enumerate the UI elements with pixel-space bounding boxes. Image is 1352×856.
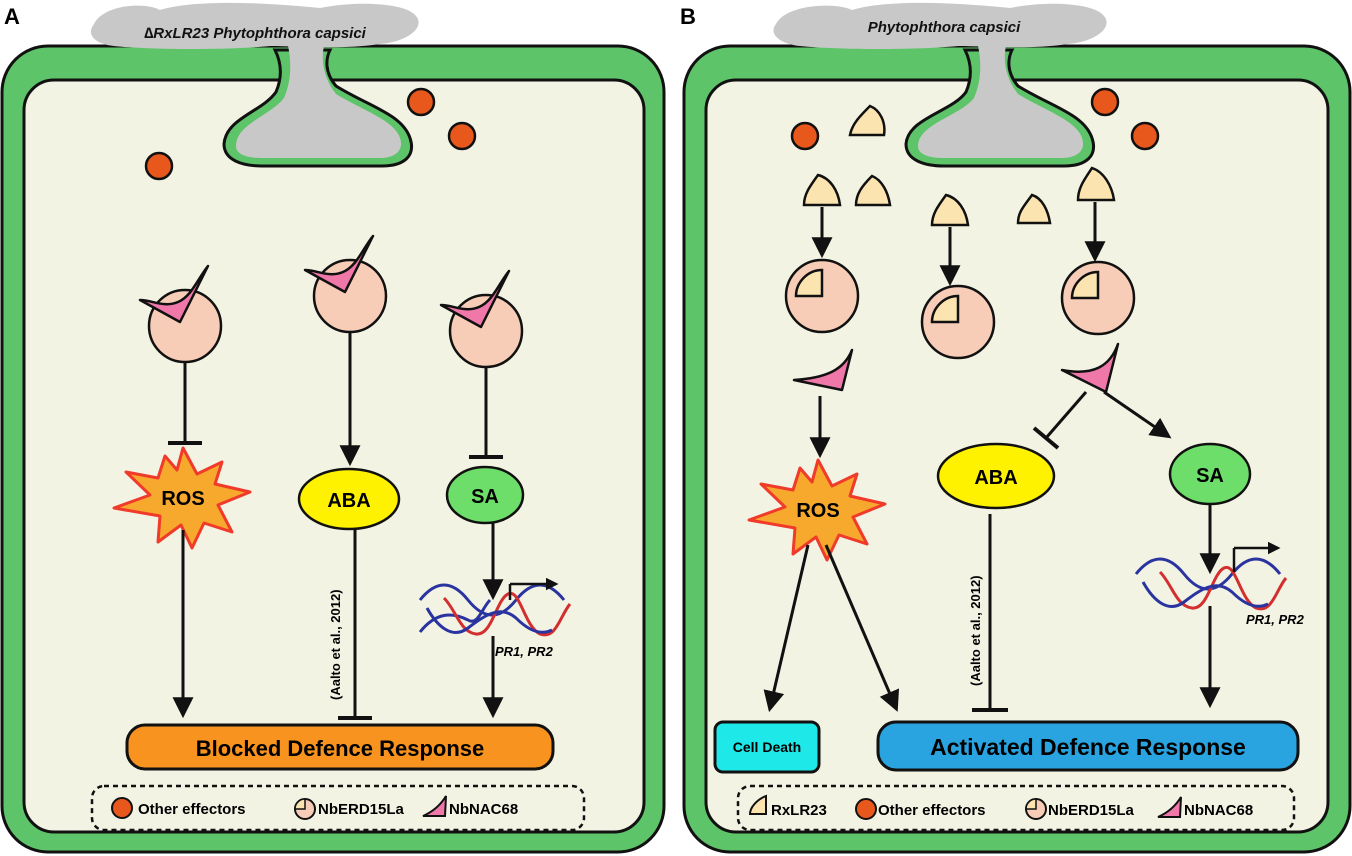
aba-node-a <box>297 467 401 531</box>
rxlr23-effector <box>1016 193 1052 225</box>
legend-nac-a: NbNAC68 <box>449 801 518 818</box>
genes-label-a: PR1, PR2 <box>495 644 554 659</box>
erd-nac-complex-left <box>138 264 223 364</box>
legend-nac-icon <box>422 795 447 817</box>
arrow-nac-to-sa-b <box>1103 390 1172 439</box>
aba-label-b: ABA <box>974 467 1017 489</box>
aba-node-b <box>936 442 1056 510</box>
erd-rxlr-complex-left <box>784 258 860 334</box>
legend-other-effectors-a: Other effectors <box>138 801 246 818</box>
legend-nac-icon <box>1157 796 1182 818</box>
erd-rxlr-complex-right <box>1060 260 1136 336</box>
rxlr23-effector <box>802 173 842 207</box>
sa-label-a: SA <box>471 486 499 508</box>
nbnac68-free-right <box>1060 342 1120 394</box>
activated-response-label: Activated Defence Response <box>930 734 1246 760</box>
panel-b: B Phytophthora capsici <box>680 2 1352 854</box>
blocked-defence-response <box>125 723 555 771</box>
citation-a: (Aalto et al., 2012) <box>328 589 343 700</box>
panel-a-letter: A <box>4 4 20 29</box>
inhibit-line-aba-b <box>1044 391 1088 439</box>
ros-label-b: ROS <box>796 500 839 522</box>
effector-dot <box>406 87 436 117</box>
aba-label-a: ABA <box>327 490 370 512</box>
activated-defence-response <box>876 720 1300 772</box>
legend-nac-b: NbNAC68 <box>1184 802 1253 819</box>
legend-erd-icon <box>294 798 316 820</box>
pathogen-label-a: ∆RxLR23 Phytophthora capsici <box>144 25 367 42</box>
arrow-ros-to-response-b <box>824 544 900 712</box>
panel-a: A ∆RxLR23 Phytophthora capsici <box>0 2 666 854</box>
panel-b-letter: B <box>680 4 696 29</box>
dna-helix-a: PR1, PR2 <box>418 577 572 659</box>
legend-erd-b: NbERD15La <box>1048 802 1135 819</box>
legend-other-effectors-b: Other effectors <box>878 802 986 819</box>
cell-death-box <box>713 720 821 774</box>
pathogen-label-b: Phytophthora capsici <box>868 19 1021 36</box>
ros-node-a: ROS <box>112 446 252 550</box>
legend-erd-a: NbERD15La <box>318 801 405 818</box>
inhibit-bar-aba-b <box>1032 426 1060 450</box>
rxlr23-effector <box>930 193 970 227</box>
legend-erd-icon <box>1025 798 1047 820</box>
legend-effector-icon <box>855 798 877 820</box>
arrow-ros-to-cell-death <box>763 544 810 713</box>
legend-effector-icon <box>111 797 133 819</box>
erd-nac-complex-right <box>439 269 524 369</box>
effector-dot <box>1090 87 1120 117</box>
legend-rxlr-b: RxLR23 <box>771 802 827 819</box>
effector-dot <box>1130 121 1160 151</box>
rxlr23-effector <box>1076 166 1116 202</box>
effector-dot <box>790 121 820 151</box>
citation-b: (Aalto et al., 2012) <box>968 575 983 686</box>
ros-node-b: ROS <box>747 458 887 562</box>
nbnac68-free-left <box>792 348 854 392</box>
ros-label-a: ROS <box>161 488 204 510</box>
sa-label-b: SA <box>1196 465 1224 487</box>
dna-helix-b: PR1, PR2 <box>1134 541 1305 627</box>
effector-dot <box>447 121 477 151</box>
legend-b: RxLR23 Other effectors NbERD15La NbNAC68 <box>736 784 1296 832</box>
pathogen-hypha-b: Phytophthora capsici <box>773 2 1107 168</box>
sa-node-a <box>445 465 525 525</box>
effector-dot <box>144 151 174 181</box>
cell-death-label: Cell Death <box>733 739 801 755</box>
rxlr23-effector <box>854 174 892 207</box>
genes-label-b: PR1, PR2 <box>1246 612 1305 627</box>
blocked-response-label: Blocked Defence Response <box>196 736 485 761</box>
legend-a: Other effectors NbERD15La NbNAC68 <box>90 784 586 832</box>
legend-rxlr-icon <box>748 794 767 815</box>
pathogen-hypha-a: ∆RxLR23 Phytophthora capsici <box>90 2 419 168</box>
cytoplasm-a <box>22 78 646 834</box>
rxlr23-effector <box>848 104 886 137</box>
erd-rxlr-complex-middle <box>920 284 996 360</box>
